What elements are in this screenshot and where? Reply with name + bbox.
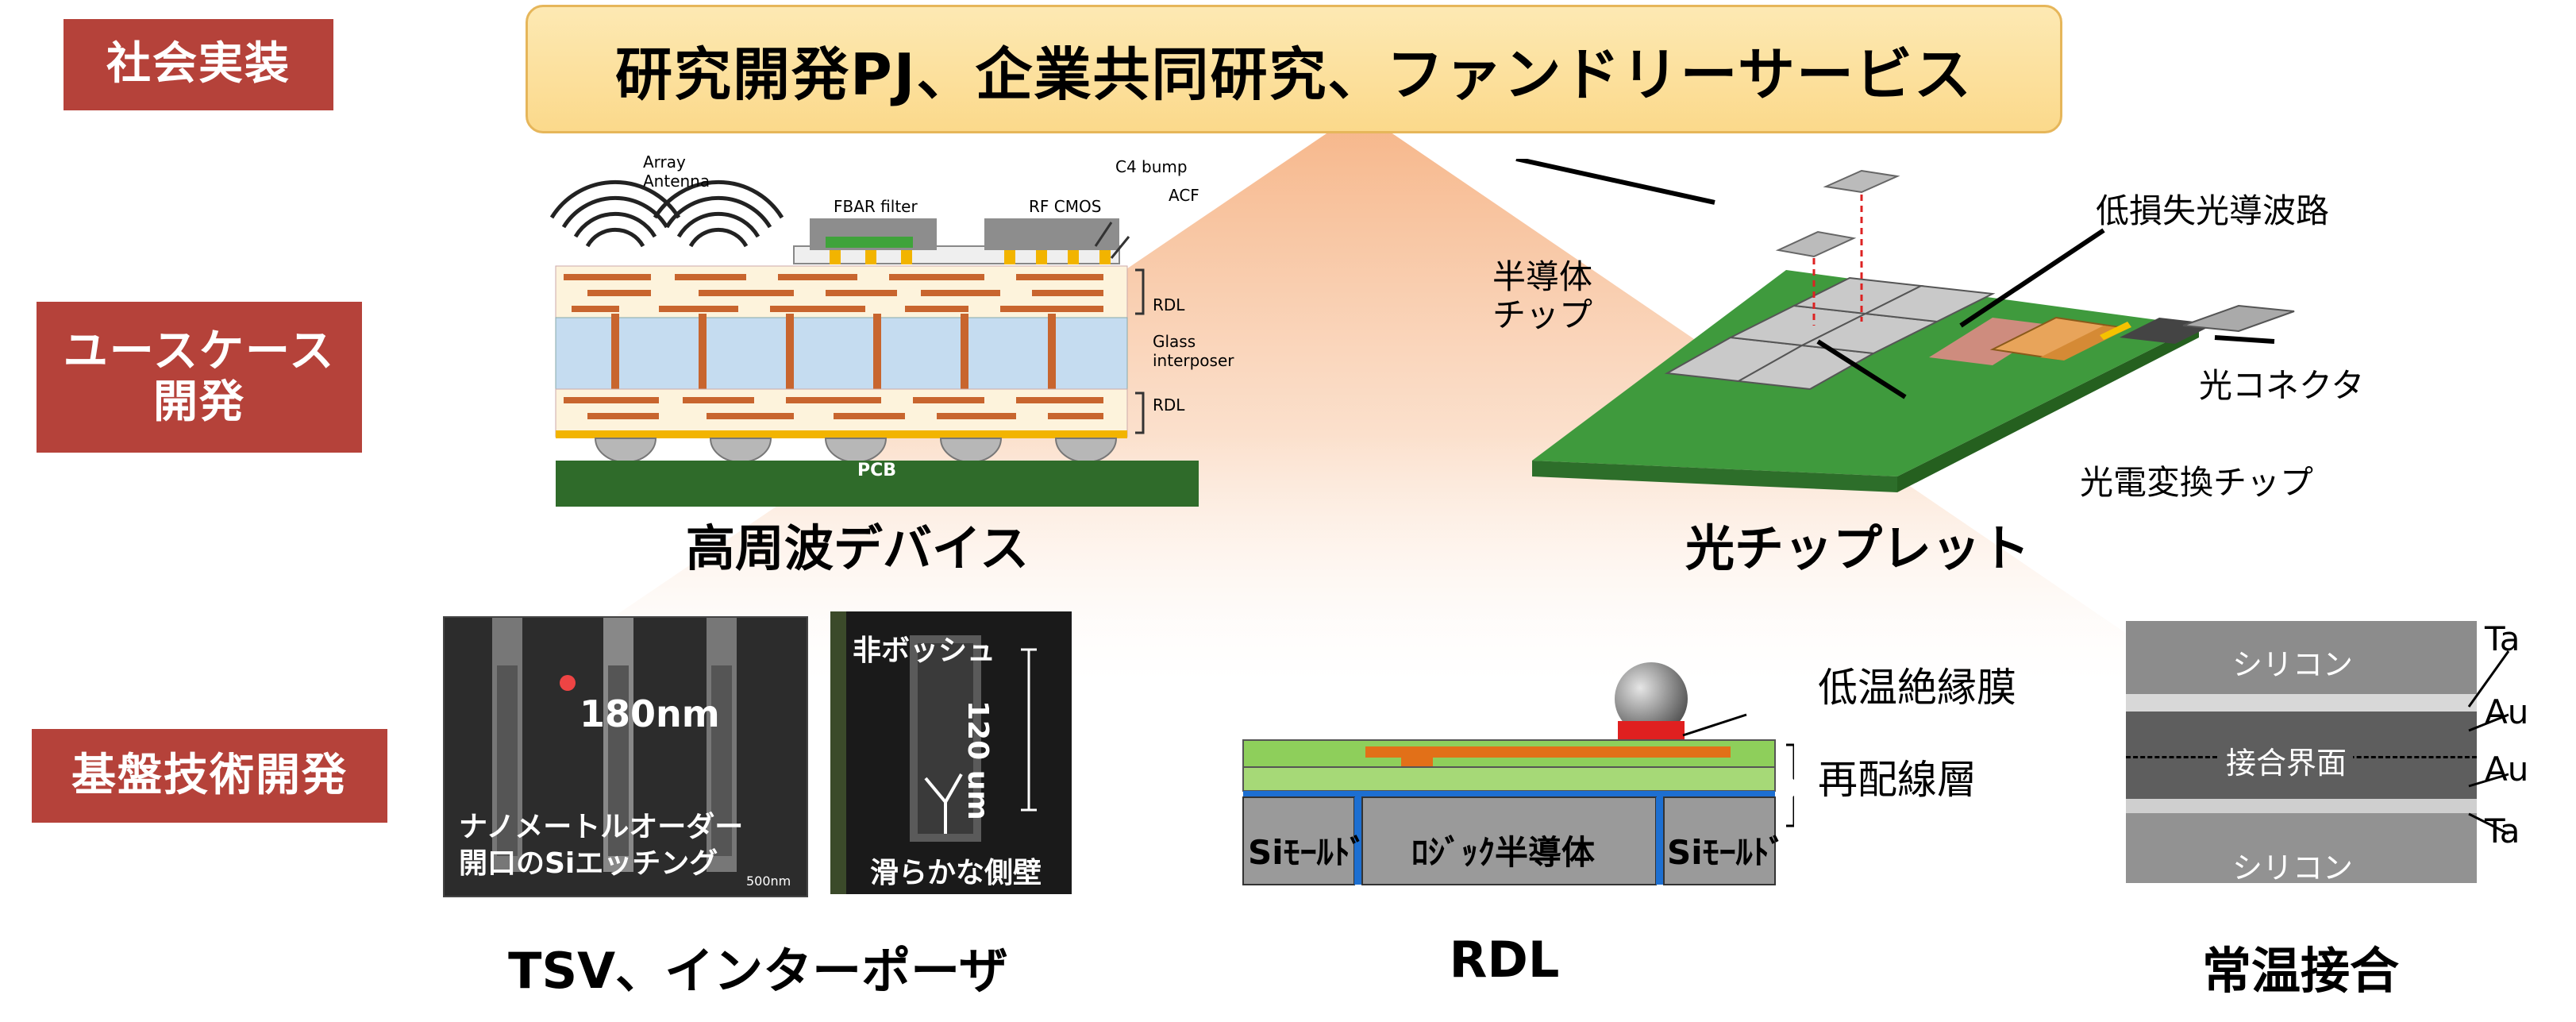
etch-desc-line1: ナノメートルオーダー — [459, 811, 744, 843]
tag-base-technology: 基盤技術開発 — [32, 729, 387, 823]
rf-device-caption: 高周波デバイス — [685, 519, 1030, 577]
tsv-etch-image — [492, 618, 737, 872]
tag-usecase-development: ユースケース 開発 — [37, 302, 362, 453]
bond-interface-label: 接合界面 — [2220, 739, 2354, 782]
semiconductor-chip-label: 半導体 チップ — [1492, 257, 1593, 335]
sem-scale-label: 500nm — [746, 874, 791, 889]
optical-chiplet-illustration — [1515, 159, 2295, 492]
logic-semiconductor-label: ﾛｼﾞｯｸ半導体 — [1411, 833, 1596, 872]
optical-chiplet-caption: 光チップレット — [1685, 519, 2031, 577]
rewiring-layer-label: 再配線層 — [1818, 757, 1977, 803]
fbar-filter-label: FBAR filter — [834, 197, 918, 216]
smooth-sidewall-label: 滑らかな側壁 — [870, 857, 1042, 889]
waveguide-label: 低損失光導波路 — [2096, 191, 2330, 230]
glass-interposer-label: Glass interposer — [1153, 332, 1234, 370]
silicon-bottom-label: シリコン — [2232, 850, 2354, 885]
acf-label: ACF — [1169, 186, 1199, 205]
c4-bump-label: C4 bump — [1115, 157, 1188, 176]
ta-top-label: Ta — [2485, 619, 2520, 658]
depth-label: 120 um — [961, 700, 994, 820]
dimension-label: 180nm — [580, 692, 720, 735]
au-top-label: Au — [2485, 692, 2529, 731]
rdl-caption: RDL — [1449, 931, 1560, 989]
tsv-sem-image-2 — [830, 611, 1072, 894]
array-antenna-label: Array Antenna — [643, 152, 710, 191]
tsv-sem-image-1 — [443, 616, 808, 897]
low-temp-insulator-label: 低温絶縁膜 — [1818, 665, 2016, 711]
silicon-top-label: シリコン — [2232, 647, 2354, 682]
non-bosch-label: 非ボッシュ — [853, 634, 996, 667]
rf-cmos-label: RF CMOS — [1029, 197, 1102, 216]
rdl-top-label: RDL — [1153, 295, 1185, 314]
pcb-label: PCB — [857, 461, 897, 480]
tsv-caption: TSV、インターポーザ — [508, 942, 1008, 1000]
etch-desc-line2: 開口のSiエッチング — [459, 847, 718, 880]
deep-via-image — [830, 611, 1037, 894]
ta-bottom-label: Ta — [2485, 812, 2520, 850]
tag-social-implementation: 社会実装 — [64, 19, 333, 110]
au-bottom-label: Au — [2485, 750, 2529, 789]
si-mold-left-label: Siﾓｰﾙﾄﾞ — [1248, 833, 1367, 872]
bonding-leader-lines — [2467, 650, 2510, 835]
si-mold-right-label: Siﾓｰﾙﾄﾞ — [1667, 833, 1786, 872]
rdl-cross-section — [1242, 662, 1794, 885]
converter-chip-label: 光電変換チップ — [2080, 463, 2314, 502]
antenna-wave-icon — [549, 179, 784, 248]
optical-connector-label: 光コネクタ — [2199, 366, 2365, 405]
rdl-bottom-label: RDL — [1153, 395, 1185, 415]
bonding-caption: 常温接合 — [2201, 942, 2400, 1000]
rf-cross-section — [549, 179, 1199, 507]
banner-title: 研究開発PJ、企業共同研究、ファンドリーサービス — [526, 5, 2062, 133]
